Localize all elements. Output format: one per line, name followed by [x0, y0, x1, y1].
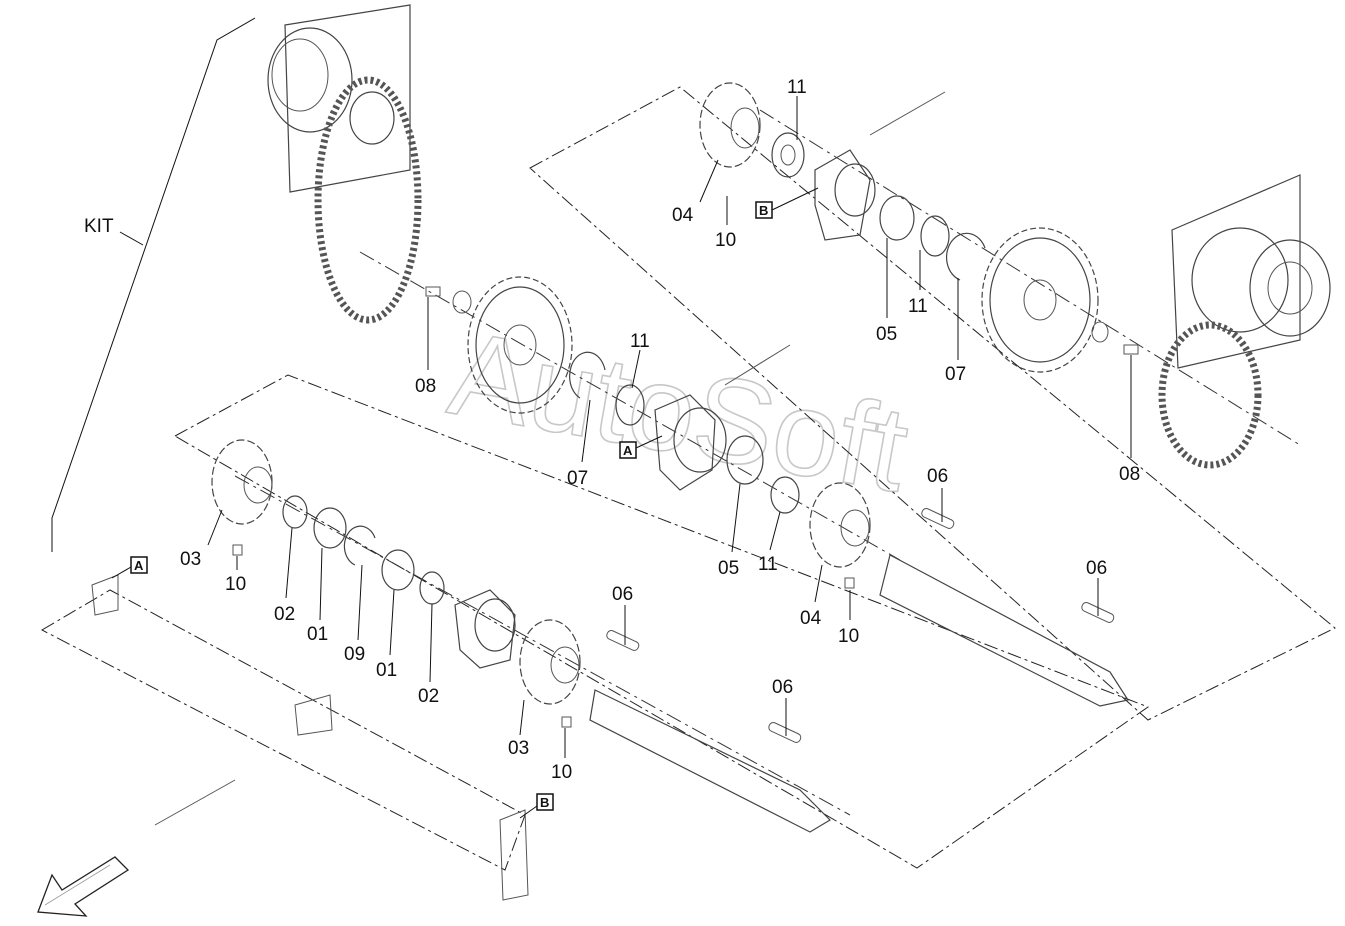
callout-09-lower: 09	[344, 644, 365, 665]
callout-11-upper-b: 11	[908, 296, 928, 317]
callout-10-lower: 10	[225, 574, 246, 595]
ref-box-a-lower: A	[111, 556, 148, 579]
callout-10-middle: 10	[838, 626, 859, 647]
callout-03-lower-b: 03	[508, 738, 529, 759]
ref-box-b-lower: B	[519, 793, 554, 819]
callout-01-lower-b: 01	[376, 660, 397, 681]
group-boundary-lower	[173, 374, 1150, 869]
svg-text:B: B	[540, 795, 549, 810]
callout-06-lower: 06	[612, 584, 633, 605]
motor-assembly-left	[267, 4, 422, 324]
middle-group-parts	[425, 286, 1129, 707]
callout-11-upper: 11	[787, 77, 807, 98]
callout-02-lower: 02	[274, 604, 295, 625]
callout-05-upper: 05	[876, 324, 897, 345]
callout-02-lower-b: 02	[418, 686, 439, 707]
callout-10-upper: 10	[715, 230, 736, 251]
callout-10-lower-b: 10	[551, 762, 572, 783]
ref-box-a-middle: A	[619, 435, 663, 459]
callout-05-middle: 05	[718, 558, 739, 579]
drive-axis-right	[759, 109, 1301, 446]
callout-04-middle: 04	[800, 608, 822, 629]
drive-sprocket-left	[467, 276, 573, 414]
direction-arrow-icon	[37, 856, 130, 917]
upper-group-parts	[699, 82, 1139, 355]
lower-group-parts	[211, 439, 831, 833]
callout-08-right: 08	[1119, 464, 1140, 485]
kit-bracket: KIT	[51, 17, 256, 552]
callout-11-middle-b: 11	[758, 554, 778, 575]
callout-01-lower: 01	[307, 624, 328, 645]
callout-07-middle: 07	[567, 468, 588, 489]
callout-03-lower: 03	[180, 549, 201, 570]
shaft-axis-lower	[234, 475, 851, 816]
group-boundary-upper	[529, 86, 1336, 721]
callout-06-middle: 06	[927, 466, 948, 487]
callout-11-middle: 11	[630, 331, 650, 352]
callout-07-upper: 07	[945, 364, 966, 385]
callout-leaders	[207, 96, 1132, 758]
callout-06-lower-b: 06	[772, 677, 793, 698]
watermark: AutoSoft	[441, 306, 918, 518]
motor-assembly-right	[1158, 174, 1331, 469]
svg-text:A: A	[134, 558, 144, 573]
ref-box-b-upper: B	[755, 187, 819, 219]
callout-08-left: 08	[415, 376, 436, 397]
drive-sprocket-right	[981, 227, 1099, 373]
callout-labels: 11 04 10 05 11 07 08 11 07 05 11 04 10 0…	[180, 77, 1140, 783]
callout-04-upper: 04	[672, 205, 694, 226]
callout-06-right: 06	[1086, 558, 1107, 579]
svg-text:B: B	[759, 203, 768, 218]
svg-text:A: A	[623, 443, 633, 458]
kit-label: KIT	[84, 216, 114, 237]
